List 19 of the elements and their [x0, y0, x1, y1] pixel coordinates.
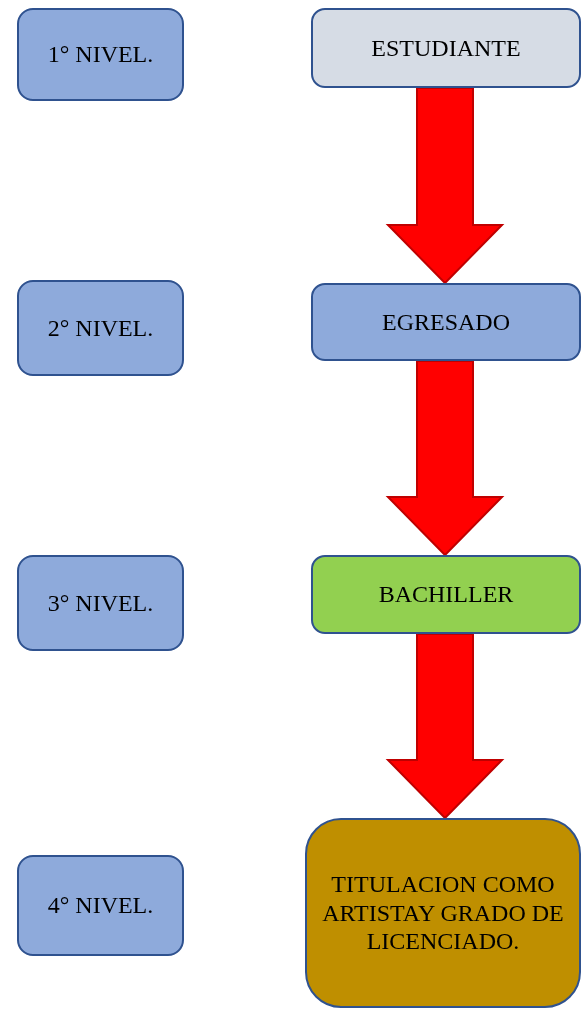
box-label: TITULACION COMO ARTISTAY GRADO DE LICENCIADO.: [321, 869, 565, 957]
level-box: [17, 555, 184, 651]
box-label: 3° NIVEL.: [47, 588, 154, 618]
level-box: [17, 855, 184, 956]
box-label: ESTUDIANTE: [371, 33, 521, 63]
block-arrow: [385, 360, 505, 557]
block-arrow: [385, 87, 505, 285]
box-label: 1° NIVEL.: [47, 40, 154, 69]
stage-box: [311, 283, 581, 361]
box-label: 4° NIVEL.: [47, 891, 154, 920]
level-box: [17, 280, 184, 376]
box-label: BACHILLER: [378, 580, 514, 609]
stage-box: [305, 818, 581, 1008]
block-arrow: [385, 633, 505, 820]
box-label: 2° NIVEL.: [47, 313, 154, 343]
level-box: [17, 8, 184, 101]
box-label: EGRESADO: [382, 307, 510, 337]
stage-box: [311, 555, 581, 634]
stage-box: [311, 8, 581, 88]
